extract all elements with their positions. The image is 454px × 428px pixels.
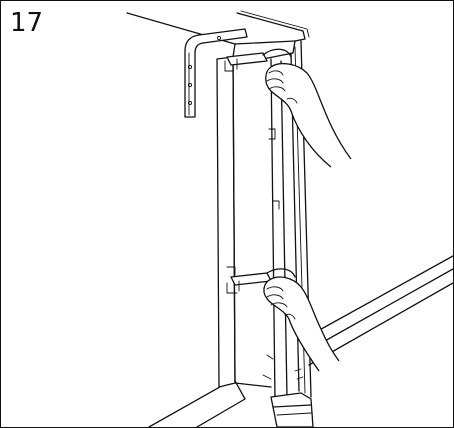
- lower-hand-illustration: [263, 268, 340, 372]
- upper-clip: [224, 52, 268, 74]
- step-number: 17: [10, 8, 44, 38]
- corner-bracket: [184, 28, 248, 118]
- upper-hand-illustration: [262, 48, 352, 168]
